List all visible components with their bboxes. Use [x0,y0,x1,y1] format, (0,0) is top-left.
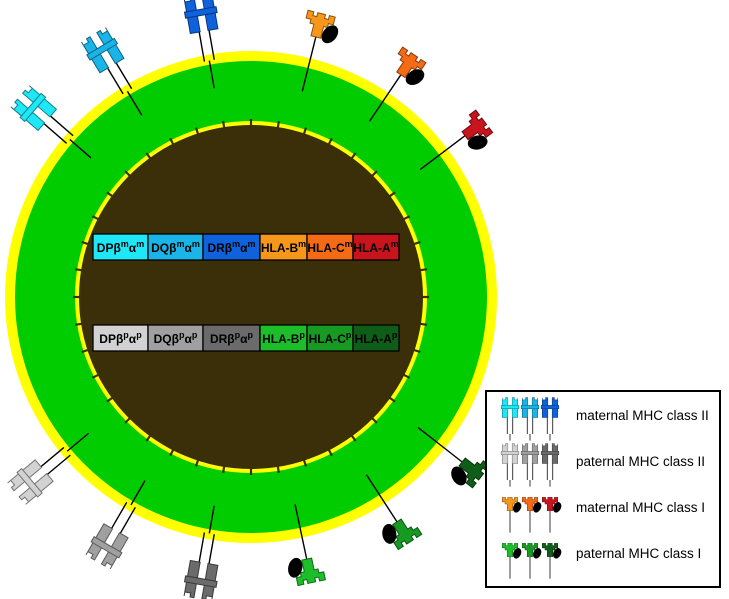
legend-label: paternal MHC class I [576,546,701,561]
legend-swatch-icon [542,497,562,533]
gene-label: DPβpαp [99,330,142,346]
gene-label: DPβmαm [97,239,144,255]
gene-box [352,233,400,261]
nuclear-pore [412,348,421,354]
nuclear-pore [327,447,333,457]
nuclear-pore [387,191,396,198]
legend-item: maternal MHC class II [500,397,709,441]
legend-swatch-icon [522,497,542,533]
nuclear-pore [194,458,200,467]
nuclear-pore [91,373,101,379]
legend-swatch-icon [540,443,560,487]
nuclear-pore [169,447,175,457]
legend-swatch-icon [542,543,562,579]
legend-box [485,390,721,588]
gene-box [92,324,149,352]
gene-box [259,233,308,261]
gene-label: HLA-Bp [262,330,305,346]
nuclear-pore [145,433,152,442]
maternal-hla-a-molecule [419,109,494,170]
gene-box [147,324,204,352]
paternal-dq-molecule [85,480,146,570]
nuclear-pore [91,215,101,221]
legend: maternal MHC class II paternal MHC class … [485,390,721,588]
gene-label: HLA-Am [353,239,398,255]
legend-swatch-icon [540,397,560,441]
nuclear-pore [302,458,308,467]
nuclear-pore [169,137,175,147]
nuclear-pore [401,373,411,379]
nuclear-pore [145,152,152,161]
nuclear-pore [124,416,132,424]
legend-swatch-icon [500,443,520,487]
gene-label: HLA-Cm [307,239,352,255]
nuclear-pore [401,215,411,221]
gene-label: DQβpαp [154,330,198,346]
legend-label: maternal MHC class II [576,408,709,423]
maternal-dq-molecule [80,27,143,116]
nuclear-pore [418,322,427,326]
legend-item: maternal MHC class I [502,497,705,533]
nuclear-pore [412,240,421,246]
nuclear-pore [75,322,84,326]
nuclear-pore [276,464,280,473]
gene-box [352,324,400,352]
maternal-dp-molecule [10,85,92,159]
nuclear-pore [81,348,90,354]
gene-box [202,324,261,352]
legend-swatch-icon [502,497,522,533]
legend-swatch-icon [520,443,540,487]
nuclear-pore [106,191,115,198]
nuclear-pore [276,121,280,130]
gene-box [147,233,204,261]
nucleus [79,125,423,469]
nuclear-pore [81,240,90,246]
legend-swatch-icon [520,397,540,441]
legend-item: paternal MHC class I [502,543,701,579]
maternal-hla-b-molecule [301,9,339,92]
paternal-hla-b-molecule [288,504,326,587]
legend-swatch-icon [522,543,542,579]
gene-label: DQβmαm [151,239,200,255]
paternal-hla-a-molecule [417,426,491,489]
gene-box [92,233,149,261]
nuclear-pore [222,464,226,473]
legend-label: paternal MHC class II [576,454,705,469]
maternal-hla-c-molecule [368,46,427,122]
nuclear-pore [350,433,357,442]
gene-box [202,233,261,261]
gene-box [259,324,308,352]
surface-mhc-molecules [7,0,494,599]
nuclear-pore [370,170,378,178]
nuclear-pore [418,268,427,272]
nuclear-pore [222,121,226,130]
gene-label: HLA-Bm [261,239,306,255]
paternal-dp-molecule [7,432,90,505]
legend-swatch-icon [502,543,522,579]
nuclear-pore [106,396,115,403]
nuclear-pore [370,416,378,424]
nuclear-pore [194,127,200,136]
gene-label: DRβmαm [207,239,255,255]
gene-label: HLA-Cp [309,330,352,346]
legend-item: paternal MHC class II [500,443,705,487]
nuclear-pore [387,396,396,403]
nuclear-pore [124,170,132,178]
legend-label: maternal MHC class I [576,500,705,515]
gene-label: HLA-Ap [355,330,398,346]
nuclear-pores [73,119,429,475]
paternal-hla-c-molecule [365,474,423,551]
nuclear-pore [327,137,333,147]
maternal-dr-molecule [183,0,219,89]
nuclear-pore [75,268,84,272]
paternal-dr-molecule [183,505,219,599]
gene-label: DRβpαp [210,330,254,346]
nuclear-pore [302,127,308,136]
nuclear-pore [350,152,357,161]
legend-swatch-icon [500,397,520,441]
